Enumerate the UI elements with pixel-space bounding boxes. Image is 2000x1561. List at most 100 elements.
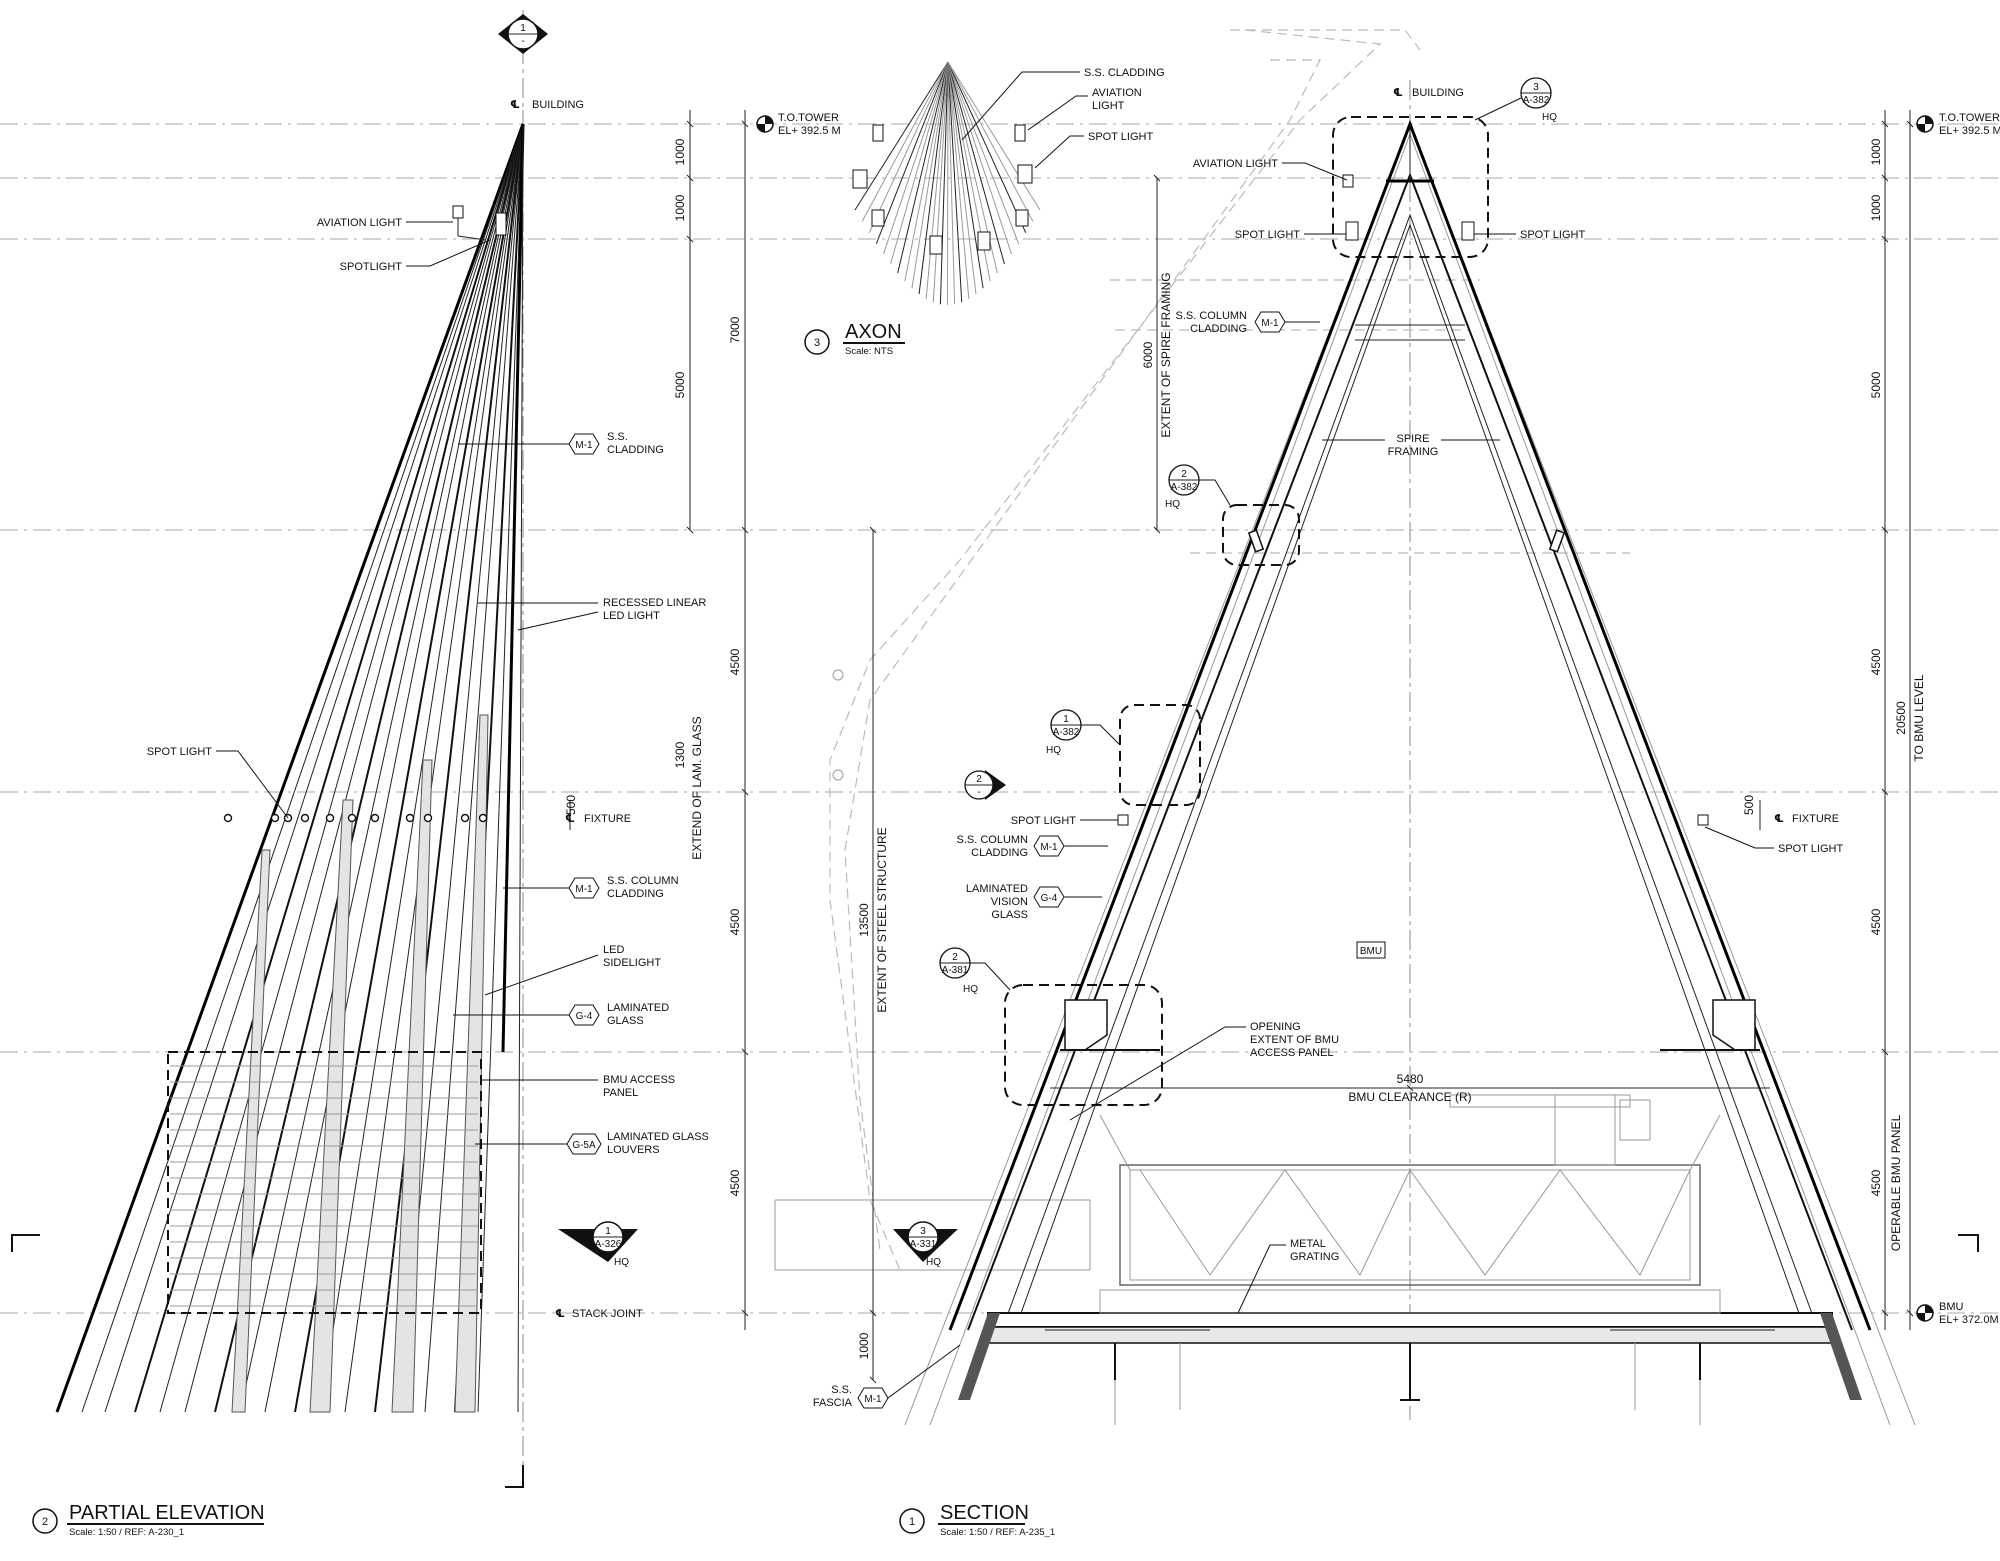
tot-datum-right: T.O.TOWER EL+ 392.5 M [1916,112,2000,137]
svg-text:Scale: 1:50 / REF: A-235_1: Scale: 1:50 / REF: A-235_1 [940,1527,1055,1538]
svg-text:6000: 6000 [1141,341,1155,368]
axon-title-block: 3 AXON Scale: NTS [804,321,905,357]
svg-text:1: 1 [605,1226,611,1237]
svg-text:CLADDING: CLADDING [971,847,1028,859]
svg-text:M-1: M-1 [575,440,593,451]
svg-text:EXTENT OF BMU: EXTENT OF BMU [1250,1034,1339,1046]
operable-bmu-panel-label: OPERABLE BMU PANEL [1889,1114,1903,1251]
axon-cladding-line [947,61,956,305]
svg-text:M-1: M-1 [864,1394,882,1405]
detail-marker-1-a382: 1 A-382 HQ [1046,709,1121,756]
section-marker-2: 2 - [964,770,1006,800]
svg-text:2: 2 [42,1516,48,1528]
tag-m1b: M-1 [568,877,600,899]
svg-text:SIDELIGHT: SIDELIGHT [603,957,661,969]
bmu-access-panel-outline [167,1051,482,1314]
svg-text:HQ: HQ [1165,499,1180,510]
spire-outline [904,119,1916,1426]
svg-text:1300: 1300 [673,741,687,768]
svg-text:1000: 1000 [1869,138,1883,165]
svg-text:A-382: A-382 [1523,95,1550,106]
svg-text:Scale: 1:50 / REF: A-230_1: Scale: 1:50 / REF: A-230_1 [69,1527,184,1538]
svg-text:HQ: HQ [1046,745,1061,756]
svg-text:ACCESS PANEL: ACCESS PANEL [1250,1047,1334,1059]
svg-text:20500: 20500 [1894,701,1908,735]
axon-cladding-line [861,61,949,222]
svg-text:HQ: HQ [926,1257,941,1268]
axon-cladding-line [947,61,949,306]
level-lines [0,123,2000,1314]
svg-text:AVIATION: AVIATION [1092,87,1142,99]
svg-text:LOUVERS: LOUVERS [607,1144,660,1156]
svg-text:4500: 4500 [1869,1169,1883,1196]
detail-marker-3-a382: 3 A-382 HQ [1474,77,1557,123]
svg-text:SPOT LIGHT: SPOT LIGHT [1520,229,1585,241]
detail-callouts [1004,116,1489,1106]
axon-cladding-line [918,61,949,295]
axon-cladding-line [868,61,949,233]
svg-text:CLADDING: CLADDING [1190,323,1247,335]
svg-text:1: 1 [520,23,526,34]
axon-lights [852,124,1033,255]
svg-text:S.S.: S.S. [831,1384,852,1396]
section-title-block: 1 SECTION Scale: 1:50 / REF: A-235_1 [899,1502,1055,1538]
detail-marker-2-a382: 2 A-382 HQ [1165,464,1231,510]
svg-text:BMU ACCESS: BMU ACCESS [603,1074,675,1086]
svg-text:M-1: M-1 [1040,842,1058,853]
axon-fan-lines [854,61,1041,306]
svg-text:LAMINATED GLASS: LAMINATED GLASS [607,1131,709,1143]
svg-text:1000: 1000 [1869,194,1883,221]
bmu-arm-ghost [774,29,1630,1271]
tag-m1-section-b: M-1 [1033,835,1065,857]
svg-text:1000: 1000 [673,194,687,221]
svg-text:GRATING: GRATING [1290,1251,1339,1263]
svg-text:RECESSED LINEAR: RECESSED LINEAR [603,597,706,609]
axon-cladding-line [939,61,949,305]
axon-cladding-line [932,61,949,303]
section-title: SECTION [940,1502,1029,1524]
spotlight-label: SPOTLIGHT [340,261,403,273]
svg-text:G-5A: G-5A [572,1140,596,1151]
axon-cladding-line [947,61,984,289]
axon-cladding-line [875,61,949,244]
axon-cladding-line [882,61,949,255]
svg-text:G-4: G-4 [576,1011,593,1022]
svg-text:LED: LED [603,944,624,956]
svg-text:-: - [977,787,980,798]
svg-text:1000: 1000 [857,1332,871,1359]
tag-m1-section-c: M-1 [857,1387,889,1409]
svg-text:S.S. COLUMN: S.S. COLUMN [1175,310,1247,322]
svg-text:SPOT LIGHT: SPOT LIGHT [1778,843,1843,855]
tag-g5a: G-5A [566,1133,602,1155]
svg-text:4500: 4500 [1869,908,1883,935]
axon-cladding-line [947,61,963,303]
svg-text:A-381: A-381 [942,965,969,976]
svg-text:LED LIGHT: LED LIGHT [603,610,660,622]
svg-text:1: 1 [909,1516,915,1528]
tag-m1a: M-1 [568,433,600,455]
svg-text:FRAMING: FRAMING [1388,446,1439,458]
svg-text:℄: ℄ [1774,813,1784,825]
bmu-gondola [1099,1094,1721,1314]
section-view: ℄ BUILDING 3 A-382 HQ AVIATION LIGHT SPO… [774,29,2000,1538]
svg-text:GLASS: GLASS [991,909,1028,921]
svg-text:PANEL: PANEL [603,1087,638,1099]
svg-text:LIGHT: LIGHT [1092,100,1125,112]
svg-text:2: 2 [952,952,958,963]
svg-text:SPOT LIGHT: SPOT LIGHT [1088,131,1153,143]
svg-text:S.S. COLUMN: S.S. COLUMN [956,834,1028,846]
svg-text:4500: 4500 [1869,648,1883,675]
elevation-title-block: 2 PARTIAL ELEVATION Scale: 1:50 / REF: A… [32,1502,265,1538]
elevation-dimensions: 1000 1000 7000 5000 4500 1300 EXTEND OF … [564,110,749,1330]
section-dimensions: 6000 EXTENT OF SPIRE FRAMING 13500 EXTEN… [857,110,1926,1384]
tag-g4: G-4 [568,1004,600,1026]
bmu-clearance-label: BMU CLEARANCE (R) [1348,1090,1471,1104]
axon-cladding-line [890,61,949,265]
axon-cladding-line [947,61,977,295]
bmu-datum: BMU EL+ 372.0M [1916,1301,1999,1326]
extend-of-lam-glass-label: EXTEND OF LAM. GLASS [690,716,704,859]
section-aviation-light-icon [1342,174,1475,241]
svg-text:EL+ 392.5 M: EL+ 392.5 M [1939,125,2000,137]
svg-text:4500: 4500 [728,648,742,675]
